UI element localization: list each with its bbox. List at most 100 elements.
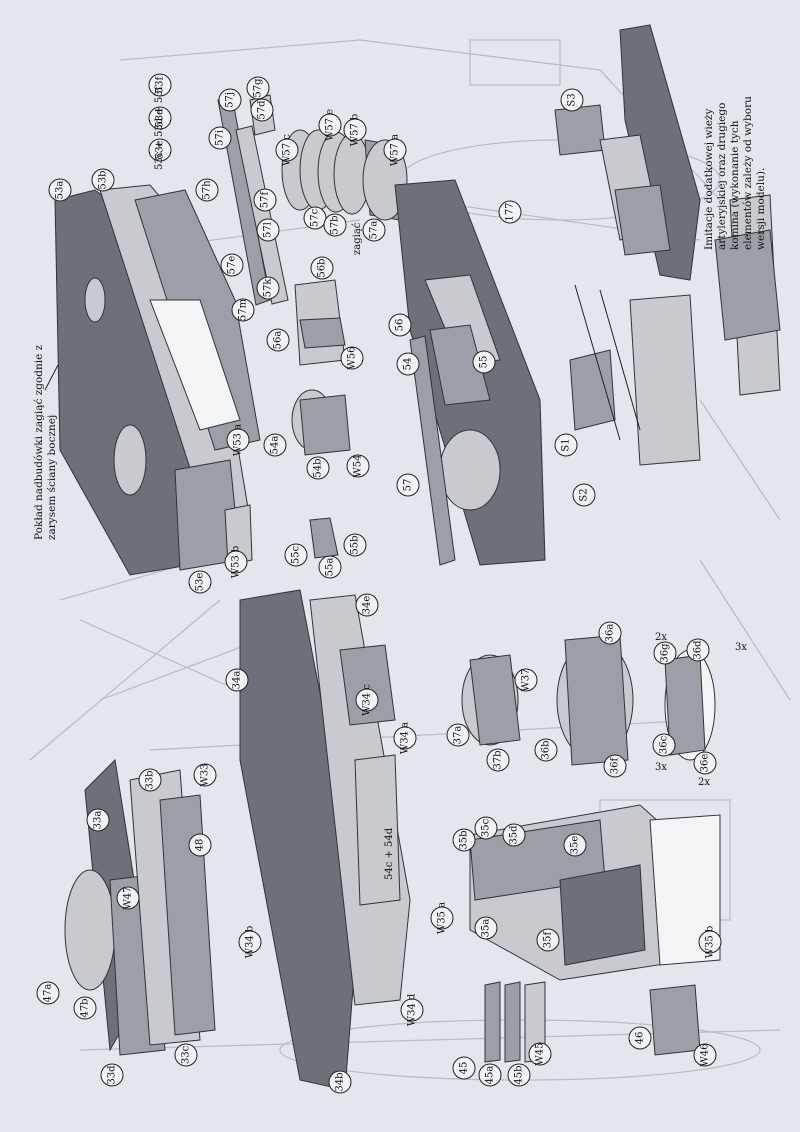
callout-53a: 53a [48,178,72,202]
deck-note-line-1: Pokład nadbudówki zagiąć zgodnie z [32,344,45,540]
callout-35a: 35a [474,916,498,940]
callout-circle [188,833,212,857]
turret-note-line-3: komina (wykonanie tych [729,120,741,250]
deck-33-group [64,758,216,1056]
callout-label: 56b [317,258,328,277]
callout-circle [138,768,162,792]
callout-w54: W54 [346,454,370,478]
callout-label: 33d [107,1065,118,1085]
callout-48: 48 [188,833,212,857]
callout-label: 37a [453,726,464,745]
callout-circle [343,533,367,557]
callout-circle [188,570,212,594]
callout-57l: 57l [256,218,280,242]
callout-circle [628,1026,652,1050]
callout-circle [698,930,722,954]
callout-56b: 56b [310,256,334,280]
callout-label: 47b [80,998,91,1017]
callout-label: W57 c [282,134,293,166]
callout-circle [514,668,538,692]
callout-circle [218,88,242,112]
multiplier-2x-a: 2x [655,632,667,643]
callout-56a: 56a [266,328,290,352]
callout-label: 36a [605,624,616,643]
callout-36g: 36g [653,641,677,665]
callout-label: 36f [610,756,621,774]
callout-circle [310,256,334,280]
callout-circle [554,433,578,457]
callout-label: 35e [570,836,581,855]
callout-circle [603,754,627,778]
turret-note-line-4: elementów zależy od wyboru [742,96,754,250]
callout-circle [355,688,379,712]
callout-label: 35d [509,825,520,845]
callout-w35a: W35 a [430,902,454,934]
callout-circle [48,178,72,202]
callout-label: 57f [260,190,271,208]
callout-53e: 53e [188,570,212,594]
callout-label: 34e [362,596,373,615]
callout-circle [507,1063,531,1087]
superstructure-35 [469,804,721,981]
multiplier-3x-a: 3x [735,642,747,653]
callout-label: 57a [369,221,380,240]
callout-label: W46 [700,1043,711,1066]
callout-circle [474,816,498,840]
callout-55: 55 [472,350,496,374]
callout-label: 177 [505,202,516,221]
callout-circle [256,276,280,300]
callout-47b: 47b [73,996,97,1020]
callout-w34a: W34 a [393,722,417,754]
callout-54: 54 [396,352,420,376]
callout-label: W34 a [400,722,411,754]
callout-label: W47 [123,886,134,909]
callout-label: W57 b [350,114,361,147]
callout-label: W35 a [437,902,448,934]
callout-w45: W45 [528,1042,552,1066]
turret-note: Imitacje dodatkowej wieży artyleryjskiej… [703,96,767,250]
callout-55b: 55b [343,533,367,557]
callout-label: 57d [257,100,268,120]
callout-w57e: W57 e [318,109,342,141]
callout-circle [400,998,424,1022]
callout-label: W57 e [325,109,336,141]
callout-label: 54a [270,436,281,455]
callout-circle [275,138,299,162]
callout-47a: 47a [36,981,60,1005]
callout-45b: 45b [507,1063,531,1087]
callout-label: 34a [232,671,243,690]
callout-57e: 57e [220,253,244,277]
callout-circle [534,738,558,762]
callout-56: 56 [388,313,412,337]
callout-55c: 55c [284,543,308,567]
callout-57f: 57f [253,188,277,212]
callout-circle [148,138,172,162]
callout-circle [91,168,115,192]
callout-57m: 57m [231,298,255,322]
callout-label: W57 a [390,134,401,166]
callout-label: 48 [195,839,206,852]
callout-circle [652,733,676,757]
callout-177: 177 [498,200,522,224]
callout-w33: W33 [193,763,217,787]
callout-36c: 36c [652,733,676,757]
callout-label: 36b [541,740,552,759]
callout-circle [231,298,255,322]
callout-label: 57h [202,180,213,200]
parts-36-37 [461,634,716,766]
callout-label: 53f [155,75,166,93]
callout-53c: 53c [148,138,172,162]
callout-label: 55b [350,535,361,554]
callout-circle [396,473,420,497]
callout-label: 33c [181,1045,192,1064]
callout-label: 55a [325,558,336,577]
callout-57b: 57b [323,213,347,237]
callout-label: W34 d [407,993,418,1026]
callout-label: 45a [485,1066,496,1085]
callout-33c: 33c [174,1043,198,1067]
sum-label-53: 53c + 53d + 53f [154,85,165,170]
callout-circle [208,126,232,150]
callout-circle [343,118,367,142]
callout-33a: 33a [86,808,110,832]
callout-w46: W46 [693,1043,717,1067]
